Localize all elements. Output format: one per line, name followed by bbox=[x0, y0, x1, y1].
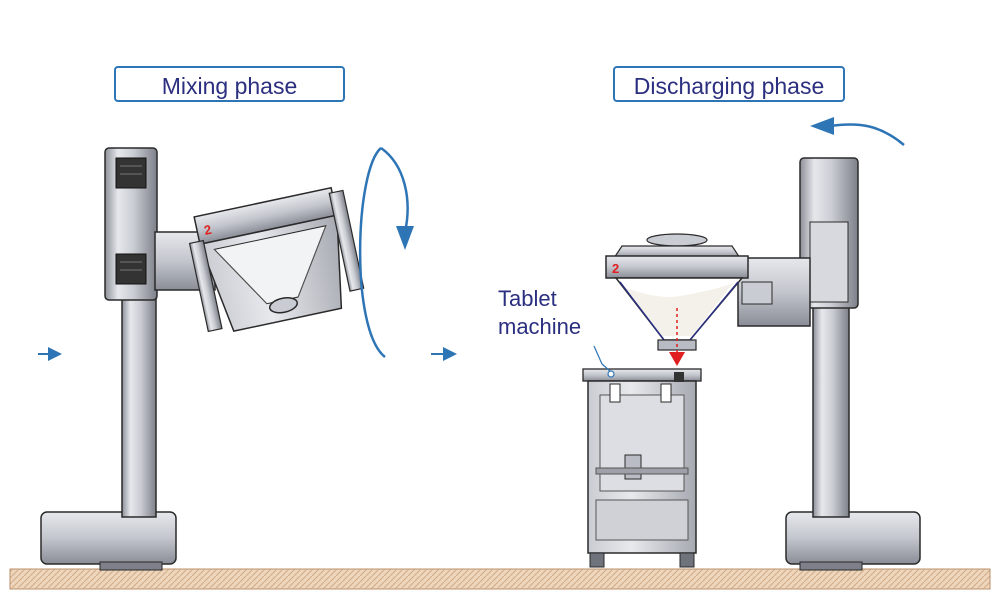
discharging-phase-label: Discharging phase bbox=[613, 66, 845, 102]
curved-arrow-icon bbox=[810, 117, 905, 146]
mixing-phase-label: Mixing phase bbox=[114, 66, 345, 102]
tablet-machine bbox=[582, 368, 702, 568]
left-base bbox=[40, 511, 177, 565]
rotation-arrow-icon bbox=[358, 146, 414, 358]
right-base bbox=[785, 511, 921, 565]
tablet-machine-label: Tablet machine bbox=[498, 285, 581, 341]
tablet-callout-leader bbox=[593, 345, 615, 378]
left-column bbox=[121, 294, 157, 518]
discharging-machine: 2 bbox=[431, 117, 921, 571]
left-bin: 2 bbox=[188, 186, 365, 333]
right-bin-number: 2 bbox=[612, 261, 619, 276]
tablet-machine-label-line1: Tablet bbox=[498, 286, 557, 311]
mixing-machine: 2 bbox=[38, 146, 414, 571]
floor bbox=[9, 568, 991, 590]
powder-flow bbox=[669, 308, 685, 366]
tablet-machine-label-line2: machine bbox=[498, 314, 582, 339]
left-bin-number: 2 bbox=[203, 222, 213, 238]
direction-arrow-icon bbox=[431, 347, 457, 361]
direction-arrow-icon bbox=[38, 347, 62, 361]
